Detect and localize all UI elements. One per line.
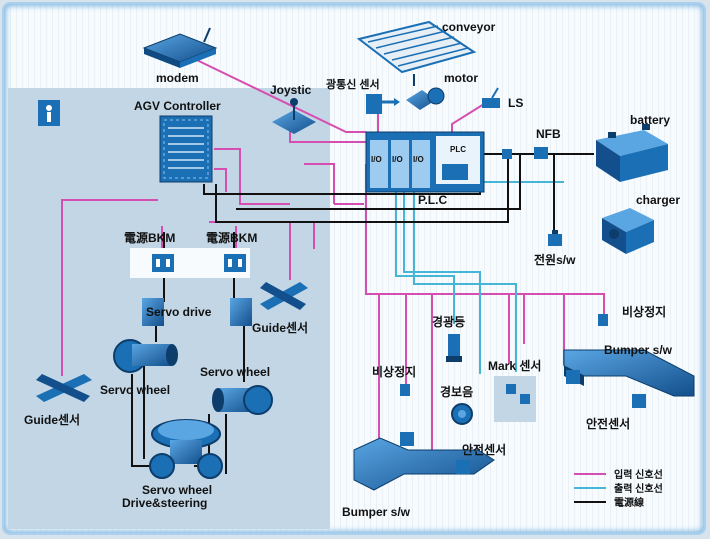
emergency-stop-left-label: 비상정지 bbox=[372, 364, 416, 379]
agv-controller-label: AGV Controller bbox=[134, 99, 221, 113]
bkm-right-icon bbox=[224, 254, 246, 272]
servo-wheel-left-label: Servo wheel bbox=[100, 383, 170, 397]
servo-wheel-right-label: Servo wheel bbox=[200, 365, 270, 379]
bumper-bottom-label: Bumper s/w bbox=[342, 505, 411, 519]
diagram-frame: modem conveyor 광통신 센서 motor LS Joystic A… bbox=[4, 4, 704, 533]
servo-wheel-drive-label: Servo wheel bbox=[142, 483, 212, 497]
emergency-stop-right-icon bbox=[598, 314, 608, 326]
guide-sensor-right-icon bbox=[260, 282, 308, 310]
plc-label: P.L.C bbox=[418, 193, 447, 207]
legend-power-label: 電源線 bbox=[614, 496, 644, 509]
guide-sensor-left-icon bbox=[36, 374, 92, 402]
safety-sensor-right-icon bbox=[566, 370, 646, 408]
agv-system-diagram: modem conveyor 광통신 센서 motor LS Joystic A… bbox=[8, 20, 695, 529]
mark-sensor-icon bbox=[506, 384, 530, 404]
bkm-left-icon bbox=[152, 254, 174, 272]
optical-sensor-icon bbox=[366, 94, 400, 114]
conveyor-icon bbox=[356, 20, 477, 74]
servo-wheel-left-icon bbox=[113, 339, 178, 373]
legend-output-label: 출력 신호선 bbox=[614, 482, 663, 495]
charger-icon bbox=[602, 208, 654, 254]
legend: 입력 신호선 출력 신호선 電源線 bbox=[574, 468, 663, 509]
drive-steering-wheel-icon bbox=[149, 419, 223, 479]
safety-sensor-bottom-label: 안전센서 bbox=[462, 442, 506, 457]
servo-drive-right-icon bbox=[230, 298, 252, 326]
legend-input-label: 입력 신호선 bbox=[614, 468, 663, 481]
drive-steering-label: Drive&steering bbox=[122, 496, 207, 510]
safety-sensor-right-label: 안전센서 bbox=[586, 416, 630, 431]
warning-light-icon bbox=[446, 334, 462, 362]
motor-icon bbox=[406, 74, 445, 110]
nfb-label: NFB bbox=[536, 127, 561, 141]
warning-light-label: 경광등 bbox=[432, 314, 465, 329]
motor-label: motor bbox=[444, 71, 478, 85]
bkm-right-label: 電源BKM bbox=[206, 230, 257, 245]
optical-sensor-label: 광통신 센서 bbox=[326, 77, 380, 91]
guide-sensor-right-label: Guide센서 bbox=[252, 320, 308, 335]
alarm-label: 경보음 bbox=[440, 384, 473, 399]
servo-wheel-right-icon bbox=[212, 385, 273, 415]
ls-label: LS bbox=[508, 96, 523, 110]
servo-drive-left-icon bbox=[142, 298, 164, 326]
mark-sensor-label: Mark 센서 bbox=[488, 358, 541, 373]
battery-label: battery bbox=[630, 113, 670, 127]
bkm-left-label: 電源BKM bbox=[124, 230, 175, 245]
power-switch-icon bbox=[548, 230, 562, 246]
agv-controller-icon bbox=[159, 115, 213, 183]
safety-sensor-bottom-icon bbox=[400, 432, 470, 474]
power-switch-label: 전원s/w bbox=[534, 252, 576, 267]
modem-icon bbox=[142, 27, 218, 68]
battery-icon bbox=[596, 124, 668, 182]
joystic-label: Joystic bbox=[270, 83, 312, 97]
nfb-breaker-icon bbox=[502, 147, 548, 159]
bumper-right-label: Bumper s/w bbox=[604, 343, 673, 357]
plc-module-cpu: PLC bbox=[450, 145, 466, 154]
guide-sensor-left-label: Guide센서 bbox=[24, 412, 80, 427]
bumper-bottom-icon bbox=[353, 437, 495, 491]
plc-unit-icon bbox=[365, 131, 485, 193]
alarm-speaker-icon bbox=[451, 403, 473, 425]
conveyor-label: conveyor bbox=[442, 20, 496, 34]
servo-drive-label: Servo drive bbox=[146, 305, 212, 319]
plc-module-io-2: I/O bbox=[392, 155, 403, 164]
charger-label: charger bbox=[636, 193, 680, 207]
modem-label: modem bbox=[156, 71, 199, 85]
emergency-stop-right-label: 비상정지 bbox=[622, 304, 666, 319]
plc-module-io-3: I/O bbox=[413, 155, 424, 164]
joystick-icon bbox=[272, 98, 316, 134]
limit-switch-icon bbox=[482, 87, 500, 108]
emergency-stop-left-icon bbox=[400, 384, 410, 396]
plc-module-io-1: I/O bbox=[371, 155, 382, 164]
